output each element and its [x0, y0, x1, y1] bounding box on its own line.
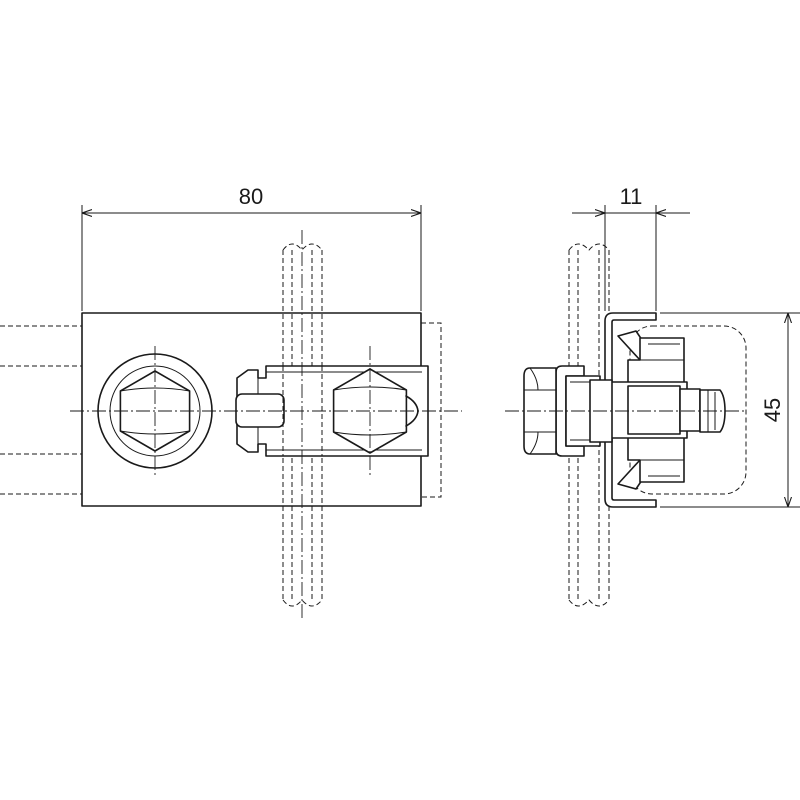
clamp-jaws: [617, 330, 685, 490]
dimension-width: 80: [81, 184, 422, 311]
strap-slot: [235, 393, 285, 428]
cable-stubs-left: [0, 325, 84, 495]
dimension-width-label: 80: [239, 184, 263, 209]
right-flange-hidden: [421, 322, 442, 498]
front-view: [0, 230, 462, 620]
dimension-depth-label: 11: [620, 184, 643, 209]
dimension-height: 45: [660, 312, 800, 508]
channel-profile: [604, 312, 657, 508]
vertical-rod-front: [282, 243, 323, 607]
side-view: [505, 243, 747, 607]
vertical-rod-side: [568, 243, 610, 607]
dimension-depth: 11: [572, 184, 690, 311]
dimension-height-label: 45: [760, 398, 785, 422]
